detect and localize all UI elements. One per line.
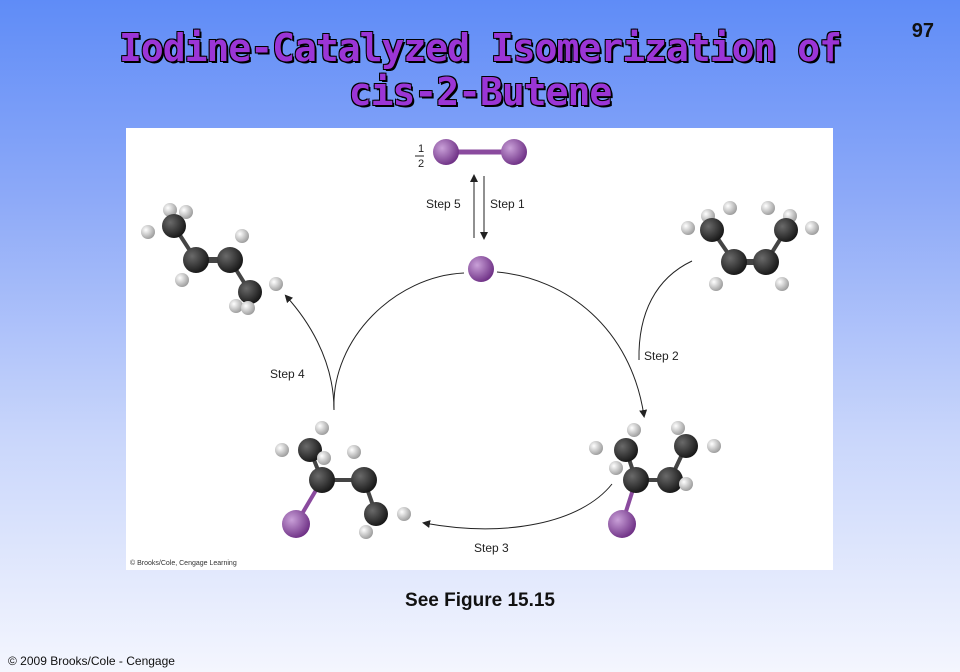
iodine-atom: [501, 139, 527, 165]
step4-label: Step 4: [270, 367, 305, 381]
fraction-denominator: 2: [418, 158, 424, 170]
cycle-arc-bottom: [422, 483, 613, 530]
step2-label: Step 2: [644, 349, 679, 363]
fraction-numerator: 1: [418, 143, 424, 155]
cis-butene-arc: [638, 260, 693, 361]
trans-2-butene-model: [141, 203, 283, 315]
step4-arrow: [284, 294, 335, 411]
title-line-1: Iodine-Catalyzed Isomerization of: [119, 26, 842, 70]
title-line-2: cis-2-Butene: [348, 70, 613, 114]
step3-label: Step 3: [474, 541, 509, 555]
iodobutyl-radical-model-left: [275, 421, 411, 539]
figure-credit: © Brooks/Cole, Cengage Learning: [130, 559, 237, 567]
iodobutyl-radical-model-right: [589, 421, 721, 538]
step5-label: Step 5: [426, 197, 461, 211]
cycle-arc-right: [496, 271, 648, 418]
slide-number: 97: [911, 20, 934, 42]
cycle-arc-left: [333, 272, 465, 411]
slide-title: Iodine-Catalyzed Isomerization of cis-2-…: [80, 26, 880, 114]
iodine-atom: [433, 139, 459, 165]
isomerization-figure: 1 2 Step 5 Step 1 Step 2 Step 3 Step 4: [126, 128, 833, 570]
cis-2-butene-model: [681, 201, 819, 291]
figure-caption: See Figure 15.15: [405, 590, 555, 611]
copyright-footer: © 2009 Brooks/Cole - Cengage: [8, 654, 175, 668]
step1-label: Step 1: [490, 197, 525, 211]
iodine-molecule: 1 2: [415, 139, 527, 170]
iodine-atom-radical: [468, 256, 494, 282]
mechanism-diagram: 1 2 Step 5 Step 1 Step 2 Step 3 Step 4: [130, 139, 819, 567]
